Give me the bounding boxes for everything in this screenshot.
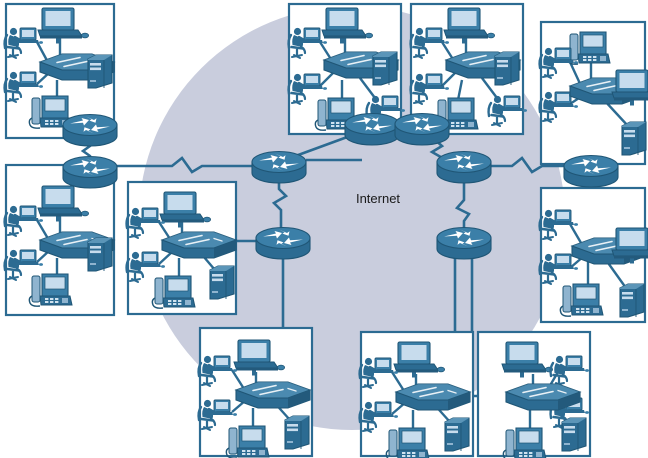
pc-icon xyxy=(611,69,648,107)
router-nw-lower-icon[interactable] xyxy=(62,155,118,189)
lan-site-n-right[interactable] xyxy=(409,2,529,136)
server-icon xyxy=(444,417,470,452)
switch-icon xyxy=(161,231,237,259)
lan-site-ne[interactable] xyxy=(538,20,648,166)
router-n-left-icon[interactable] xyxy=(344,112,400,146)
link-router-sw-to-core-left xyxy=(271,176,289,229)
switch-icon xyxy=(505,383,581,411)
ip-phone-icon xyxy=(28,273,73,307)
router-n-right-icon[interactable] xyxy=(394,112,450,146)
lan-link-server xyxy=(605,259,627,289)
ip-phone-icon xyxy=(225,425,270,458)
lan-site-n-left[interactable] xyxy=(287,2,407,136)
server-icon xyxy=(372,51,398,86)
router-core-left-icon[interactable] xyxy=(251,150,307,184)
internet-label: Internet xyxy=(356,191,400,206)
ip-phone-icon xyxy=(559,283,604,317)
router-ne-icon[interactable] xyxy=(563,154,619,188)
server-icon xyxy=(619,283,645,318)
lan-link-user-b xyxy=(319,71,335,87)
lan-link-phone xyxy=(456,79,464,101)
ip-phone-icon xyxy=(151,275,196,309)
link-nw-to-core-left xyxy=(117,156,252,174)
switch-icon xyxy=(235,381,311,409)
lan-link-user-b xyxy=(441,71,457,87)
lan-link-user-b xyxy=(158,251,173,265)
server-icon xyxy=(87,54,113,89)
link-core-right-to-ne xyxy=(491,156,566,174)
ip-phone-icon xyxy=(502,427,547,458)
server-icon xyxy=(284,415,310,450)
link-core-right-to-router-se xyxy=(454,177,471,229)
lan-site-s-mid[interactable] xyxy=(358,330,475,458)
router-core-right-icon[interactable] xyxy=(436,150,492,184)
link-router-n-left-to-core-left xyxy=(289,134,351,160)
server-icon xyxy=(87,237,113,272)
server-icon xyxy=(209,265,235,300)
server-icon xyxy=(561,417,587,452)
pc-icon xyxy=(611,227,648,265)
lan-site-s-right[interactable] xyxy=(476,330,592,458)
lan-site-nw-top[interactable] xyxy=(3,2,116,140)
server-icon xyxy=(494,51,520,86)
router-se-icon[interactable] xyxy=(436,226,492,260)
switch-icon xyxy=(395,383,471,411)
ip-phone-icon xyxy=(385,427,430,458)
server-icon xyxy=(621,121,647,156)
lan-site-se[interactable] xyxy=(538,186,648,324)
lan-site-w-mid[interactable] xyxy=(125,180,238,316)
ip-phone-icon xyxy=(566,31,611,65)
router-nw-upper-icon[interactable] xyxy=(62,113,118,147)
router-sw-icon[interactable] xyxy=(255,226,311,260)
lan-site-s-left[interactable] xyxy=(197,326,314,458)
lan-site-nw-bottom[interactable] xyxy=(3,163,116,317)
